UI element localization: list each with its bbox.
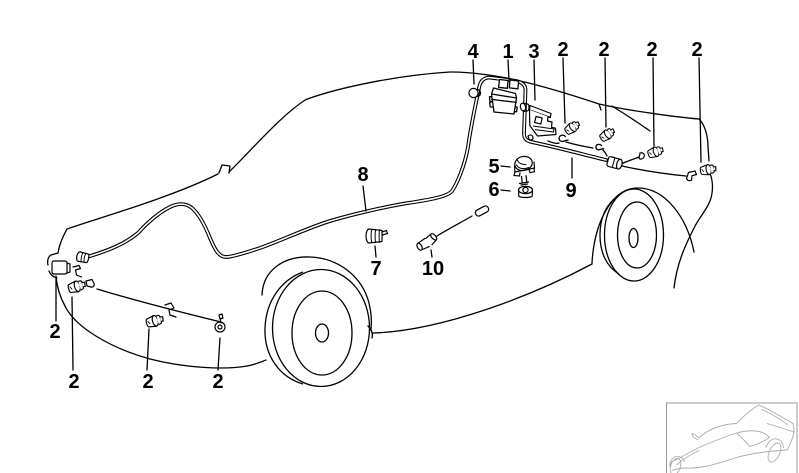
svg-text:8: 8 <box>357 164 368 186</box>
svg-text:2: 2 <box>68 371 79 393</box>
svg-text:2: 2 <box>691 39 702 61</box>
svg-text:2: 2 <box>49 321 60 343</box>
svg-text:2: 2 <box>212 371 223 393</box>
svg-text:1: 1 <box>502 41 513 63</box>
svg-text:2: 2 <box>646 39 657 61</box>
svg-text:2: 2 <box>557 39 568 61</box>
svg-text:9: 9 <box>565 180 576 202</box>
svg-text:10: 10 <box>422 258 444 280</box>
svg-text:7: 7 <box>370 258 381 280</box>
svg-text:2: 2 <box>142 371 153 393</box>
svg-text:3: 3 <box>528 41 539 63</box>
svg-text:6: 6 <box>488 179 499 201</box>
svg-text:4: 4 <box>467 41 479 63</box>
svg-text:5: 5 <box>488 156 499 178</box>
svg-text:2: 2 <box>598 39 609 61</box>
